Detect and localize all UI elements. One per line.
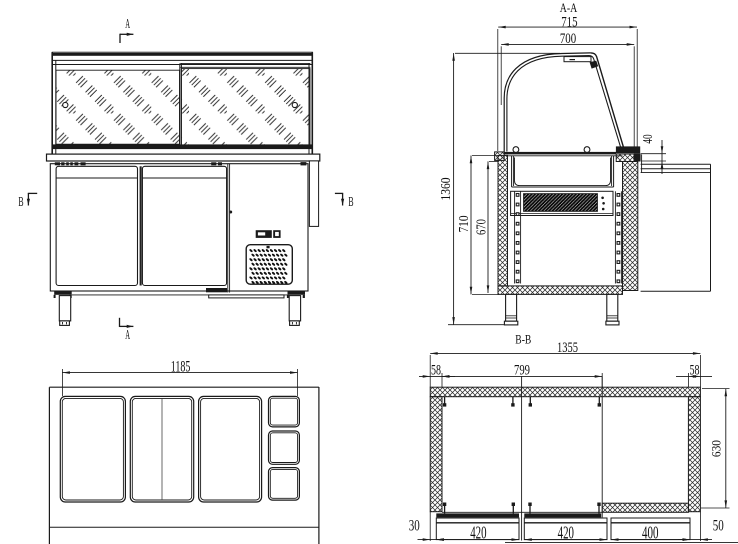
svg-text:630: 630 bbox=[709, 440, 723, 457]
svg-text:700: 700 bbox=[560, 31, 576, 47]
svg-text:30: 30 bbox=[409, 516, 420, 534]
svg-text:420: 420 bbox=[558, 523, 574, 543]
svg-text:799: 799 bbox=[514, 362, 530, 378]
svg-text:A-A: A-A bbox=[560, 1, 578, 15]
svg-text:670: 670 bbox=[473, 219, 488, 235]
svg-text:58: 58 bbox=[690, 362, 700, 378]
svg-text:B: B bbox=[348, 194, 353, 209]
svg-text:58: 58 bbox=[431, 362, 441, 378]
svg-text:1185: 1185 bbox=[171, 357, 191, 376]
svg-text:50: 50 bbox=[713, 516, 724, 534]
svg-text:1355: 1355 bbox=[557, 340, 578, 356]
svg-text:B-B: B-B bbox=[515, 332, 531, 346]
svg-text:A: A bbox=[125, 17, 130, 32]
svg-text:A: A bbox=[125, 328, 130, 343]
svg-text:420: 420 bbox=[470, 523, 486, 543]
svg-text:1360: 1360 bbox=[438, 177, 453, 200]
svg-text:710: 710 bbox=[456, 215, 471, 232]
svg-text:40: 40 bbox=[640, 134, 655, 144]
svg-text:400: 400 bbox=[642, 523, 659, 543]
svg-text:B: B bbox=[18, 194, 23, 209]
svg-text:715: 715 bbox=[561, 14, 577, 30]
